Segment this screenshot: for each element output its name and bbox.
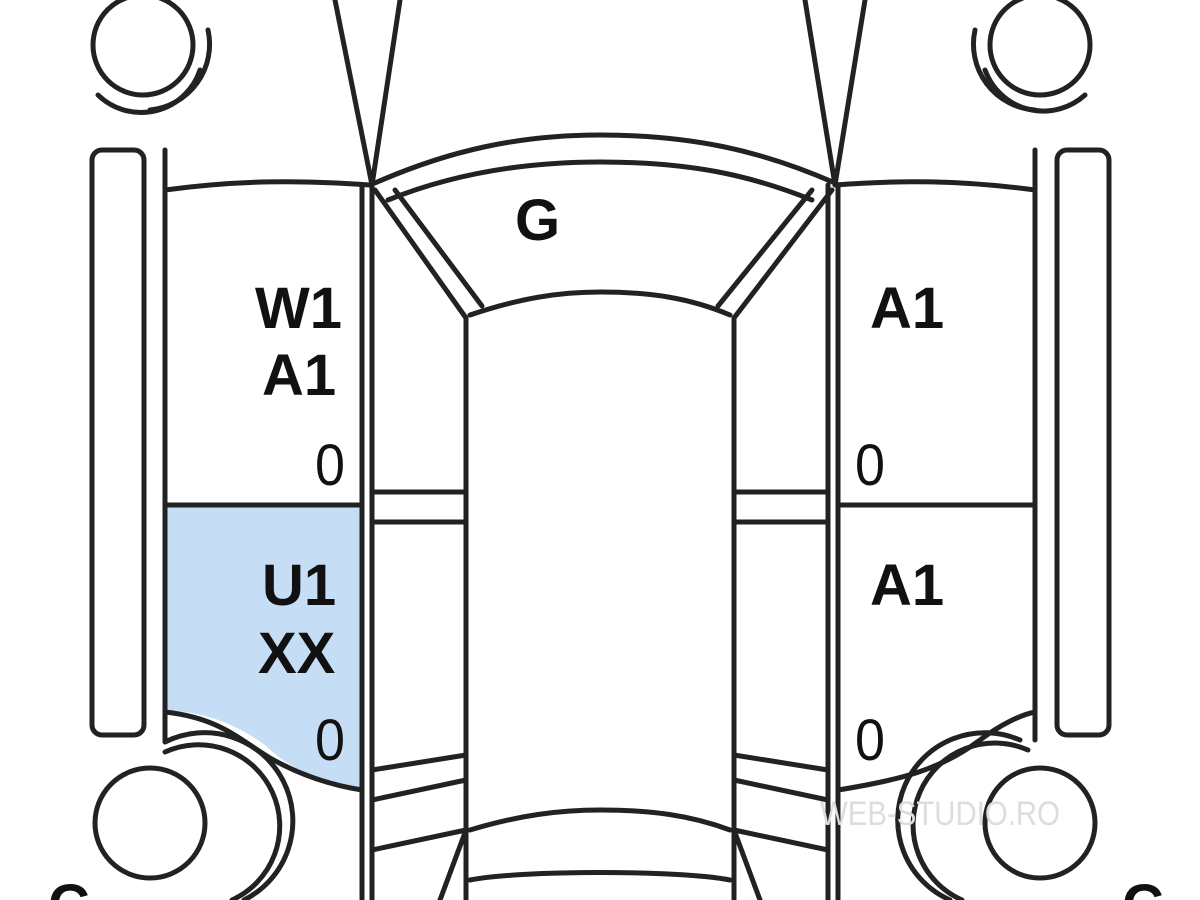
left-side-sill xyxy=(89,147,147,738)
rear-left-count: 0 xyxy=(315,708,345,773)
rear-right-code-1: A1 xyxy=(870,553,944,618)
front-left-count: 0 xyxy=(315,433,345,498)
front-right-wheel xyxy=(970,0,1093,114)
hood-label: G xyxy=(515,188,560,253)
right-doors-outline xyxy=(825,147,1038,900)
left-wiper xyxy=(332,0,403,188)
front-right-code-1: A1 xyxy=(870,276,944,341)
rear-left-code-2: XX xyxy=(258,621,336,686)
watermark: WEB-STUDIO.RO xyxy=(820,795,1060,833)
rear-left-panel-highlight xyxy=(165,505,362,790)
front-left-wheel xyxy=(90,0,213,115)
front-left-code-1: W1 xyxy=(255,276,342,341)
left-doors-outline xyxy=(162,147,375,900)
roof-outline xyxy=(437,315,763,900)
hood-outline xyxy=(372,132,838,186)
pillar-bars xyxy=(369,489,831,853)
rear-left-code-1: U1 xyxy=(262,553,336,618)
rear-left-wheel xyxy=(92,730,296,900)
right-wiper xyxy=(802,0,868,188)
corner-mark-right: C xyxy=(1122,873,1164,900)
front-right-count: 0 xyxy=(855,433,885,498)
rear-right-count: 0 xyxy=(855,708,885,773)
right-side-sill xyxy=(1054,147,1112,738)
front-left-code-2: A1 xyxy=(262,343,336,408)
rear-right-wheel xyxy=(895,730,1098,900)
windshield-outline xyxy=(372,159,835,321)
corner-mark-left: C xyxy=(48,873,90,900)
